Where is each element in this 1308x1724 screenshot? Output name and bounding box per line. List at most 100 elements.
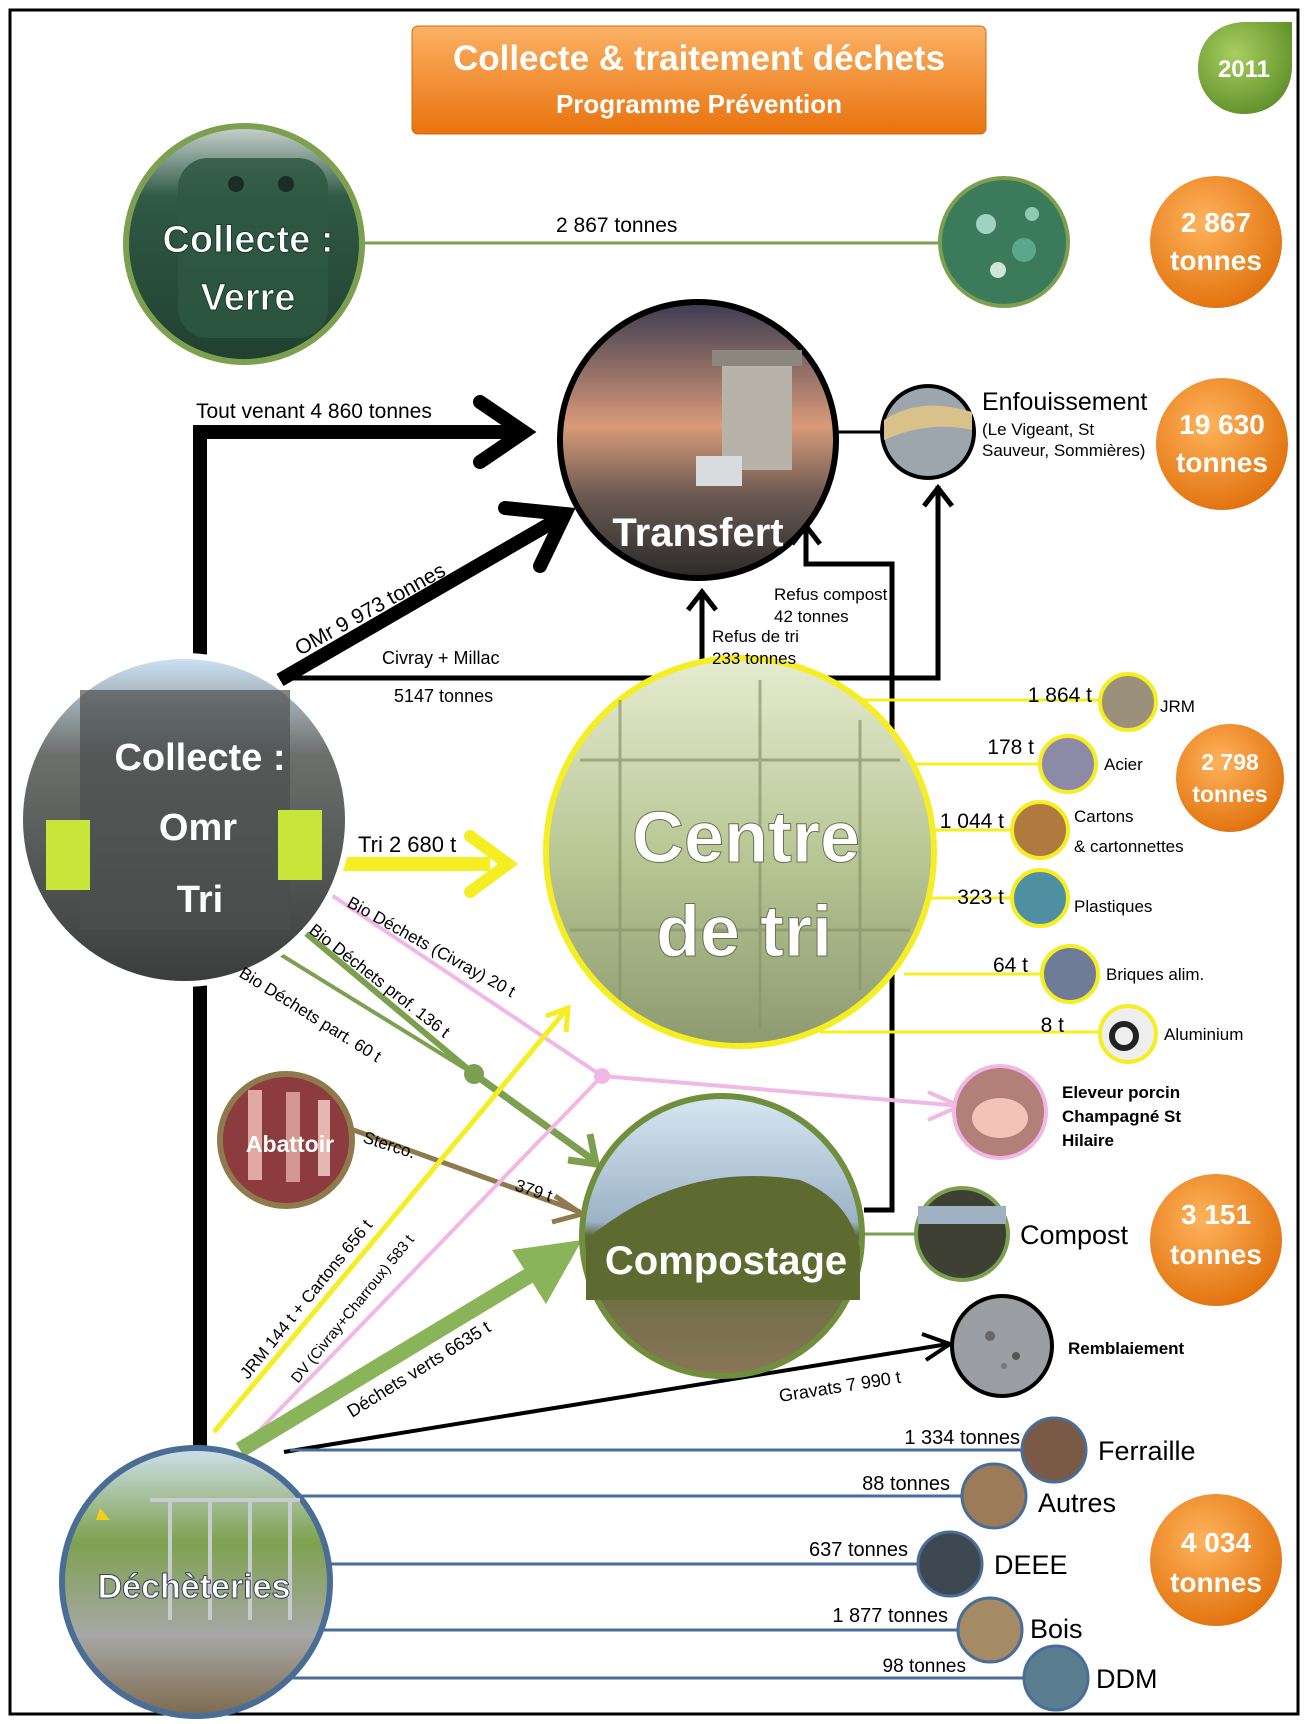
label-verre-tonnes: 2 867 tonnes (556, 214, 677, 237)
flow-omr-arrow (498, 501, 576, 573)
flow-civray-millac-line (280, 486, 941, 681)
autres-icon (960, 1462, 1028, 1530)
dechet-output-value: 98 tonnes (883, 1656, 966, 1677)
eleveur-line3: Hilaire (1062, 1131, 1114, 1150)
eleveur-line2: Champagné St (1062, 1107, 1181, 1126)
node-transfert: Transfert (557, 299, 839, 581)
label-refus-tri: Refus de tri (712, 627, 799, 646)
aluminium-icon (1098, 1004, 1158, 1064)
dechet-output-ddm: 98 tonnes DDM (883, 1644, 1158, 1712)
label-civray-millac-tonnes: 5147 tonnes (394, 686, 493, 706)
label-refus-compost: Refus compost (774, 585, 888, 604)
flow-jrm-arrow (545, 1004, 571, 1033)
tri-output-jrm: 1 864 t JRM (1028, 672, 1195, 732)
total-verre: 2 867 tonnes (1150, 176, 1282, 308)
ddm-icon (1022, 1644, 1090, 1712)
total-unit: tonnes (1170, 245, 1262, 276)
total-unit: tonnes (1170, 1567, 1262, 1598)
verre-destination-icon (938, 176, 1070, 308)
omr-title-line3: Tri (177, 879, 223, 921)
transfert-title: Transfert (612, 511, 783, 555)
flow-refus-compost-line (803, 526, 895, 1213)
label-tri: Tri 2 680 t (358, 832, 456, 857)
omr-title-line2: Omr (159, 807, 237, 849)
jrm-icon (1098, 672, 1158, 732)
dechet-output-label: Bois (1030, 1614, 1083, 1644)
label-gravats: Gravats 7 990 t (777, 1367, 902, 1406)
dechet-output-label: DEEE (994, 1550, 1068, 1580)
dechet-output-ferraille: 1 334 tonnes Ferraille (904, 1416, 1196, 1484)
total-unit: tonnes (1192, 781, 1267, 807)
total-enfouissement: 19 630 tonnes (1156, 378, 1288, 510)
label-refus-tri-tonnes: 233 tonnes (712, 649, 796, 668)
flow-dv-line (252, 1074, 604, 1438)
flow-jrm-line (212, 1008, 568, 1434)
flow-tout-venant-arrow (473, 395, 537, 469)
abattoir-title: Abattoir (246, 1131, 334, 1157)
page-subtitle: Programme Prévention (556, 89, 842, 119)
dechet-output-value: 1 334 tonnes (904, 1427, 1020, 1449)
verre-title-line2: Verre (200, 277, 295, 319)
dechet-output-deee: 637 tonnes DEEE (809, 1530, 1068, 1598)
compost-title: Compost (1020, 1220, 1129, 1250)
flow-gravats-line (283, 1342, 949, 1454)
total-value: 2 798 (1201, 749, 1259, 775)
label-sterco-tonnes: 379 t (513, 1176, 555, 1206)
label-tout-venant: Tout venant 4 860 tonnes (196, 400, 432, 423)
flow-dechets-verts-line (235, 1245, 573, 1457)
total-value: 19 630 (1179, 409, 1265, 440)
flow-gravats-arrow (921, 1332, 955, 1362)
compostage-title: Compostage (605, 1239, 847, 1283)
node-compost: Compost (914, 1186, 1129, 1282)
label-civray-millac: Civray + Millac (382, 648, 500, 668)
dechet-output-value: 88 tonnes (862, 1473, 950, 1495)
tri-output-label: Plastiques (1074, 897, 1152, 916)
total-unit: tonnes (1176, 447, 1268, 478)
node-collecte-omr-tri: Collecte : Omr Tri (17, 653, 351, 987)
tri-output-label: Briques alim. (1106, 965, 1204, 984)
node-abattoir: Abattoir (217, 1071, 355, 1209)
total-tri: 2 798 tonnes (1176, 724, 1284, 832)
title-banner: Collecte & traitement déchets Programme … (411, 25, 987, 135)
eleveur-line1: Eleveur porcin (1062, 1083, 1180, 1102)
node-decheteries: Déchèteries (59, 1445, 333, 1719)
centre-title-line1: Centre (632, 798, 860, 878)
flow-enfouissement-arrow (922, 483, 954, 508)
total-compost: 3 151 tonnes (1150, 1174, 1282, 1306)
tri-output-label: JRM (1160, 697, 1195, 716)
dechet-output-autres: 88 tonnes Autres (862, 1462, 1116, 1530)
enfouissement-sub2: Sauveur, Sommières) (982, 441, 1145, 460)
enfouissement-sub1: (Le Vigeant, St (982, 420, 1094, 439)
tri-output-value: 178 t (987, 736, 1034, 759)
ferraille-icon (1020, 1416, 1088, 1484)
tri-output-value: 8 t (1041, 1014, 1065, 1037)
node-enfouissement: Enfouissement (Le Vigeant, St Sauveur, S… (880, 384, 1147, 480)
tri-output-briques: 64 t Briques alim. (993, 944, 1204, 1004)
page-title: Collecte & traitement déchets (453, 39, 945, 78)
flow-bio-compost-arrow (567, 1133, 601, 1169)
label-refus-compost-tonnes: 42 tonnes (774, 607, 849, 626)
tri-output-value: 1 044 t (940, 810, 1004, 833)
tri-output-value: 323 t (957, 886, 1004, 909)
omr-title-line1: Collecte : (114, 737, 285, 779)
flow-bio-part-line (242, 930, 476, 1076)
centre-title-line2: de tri (656, 892, 832, 972)
node-remblaiement: Remblaiement (950, 1294, 1185, 1398)
total-value: 4 034 (1181, 1527, 1251, 1558)
deee-icon (916, 1530, 984, 1598)
flow-omr-line (276, 511, 564, 687)
tri-output-label2: & cartonnettes (1074, 837, 1184, 856)
dechet-output-label: DDM (1096, 1664, 1158, 1694)
bois-icon (956, 1596, 1024, 1664)
flow-bio-prof-line (288, 917, 476, 1077)
dechet-output-bois: 1 877 tonnes Bois (832, 1596, 1083, 1664)
dechet-output-label: Autres (1038, 1488, 1116, 1518)
flow-bio-compost-line (471, 1071, 599, 1165)
total-value: 3 151 (1181, 1199, 1251, 1230)
node-centre-de-tri: Centre de tri (543, 655, 937, 1049)
dechet-output-value: 637 tonnes (809, 1539, 908, 1561)
flow-sterco-line (347, 1125, 581, 1215)
acier-icon (1038, 734, 1098, 794)
label-omr: OMr 9 973 tonnes (291, 559, 449, 661)
